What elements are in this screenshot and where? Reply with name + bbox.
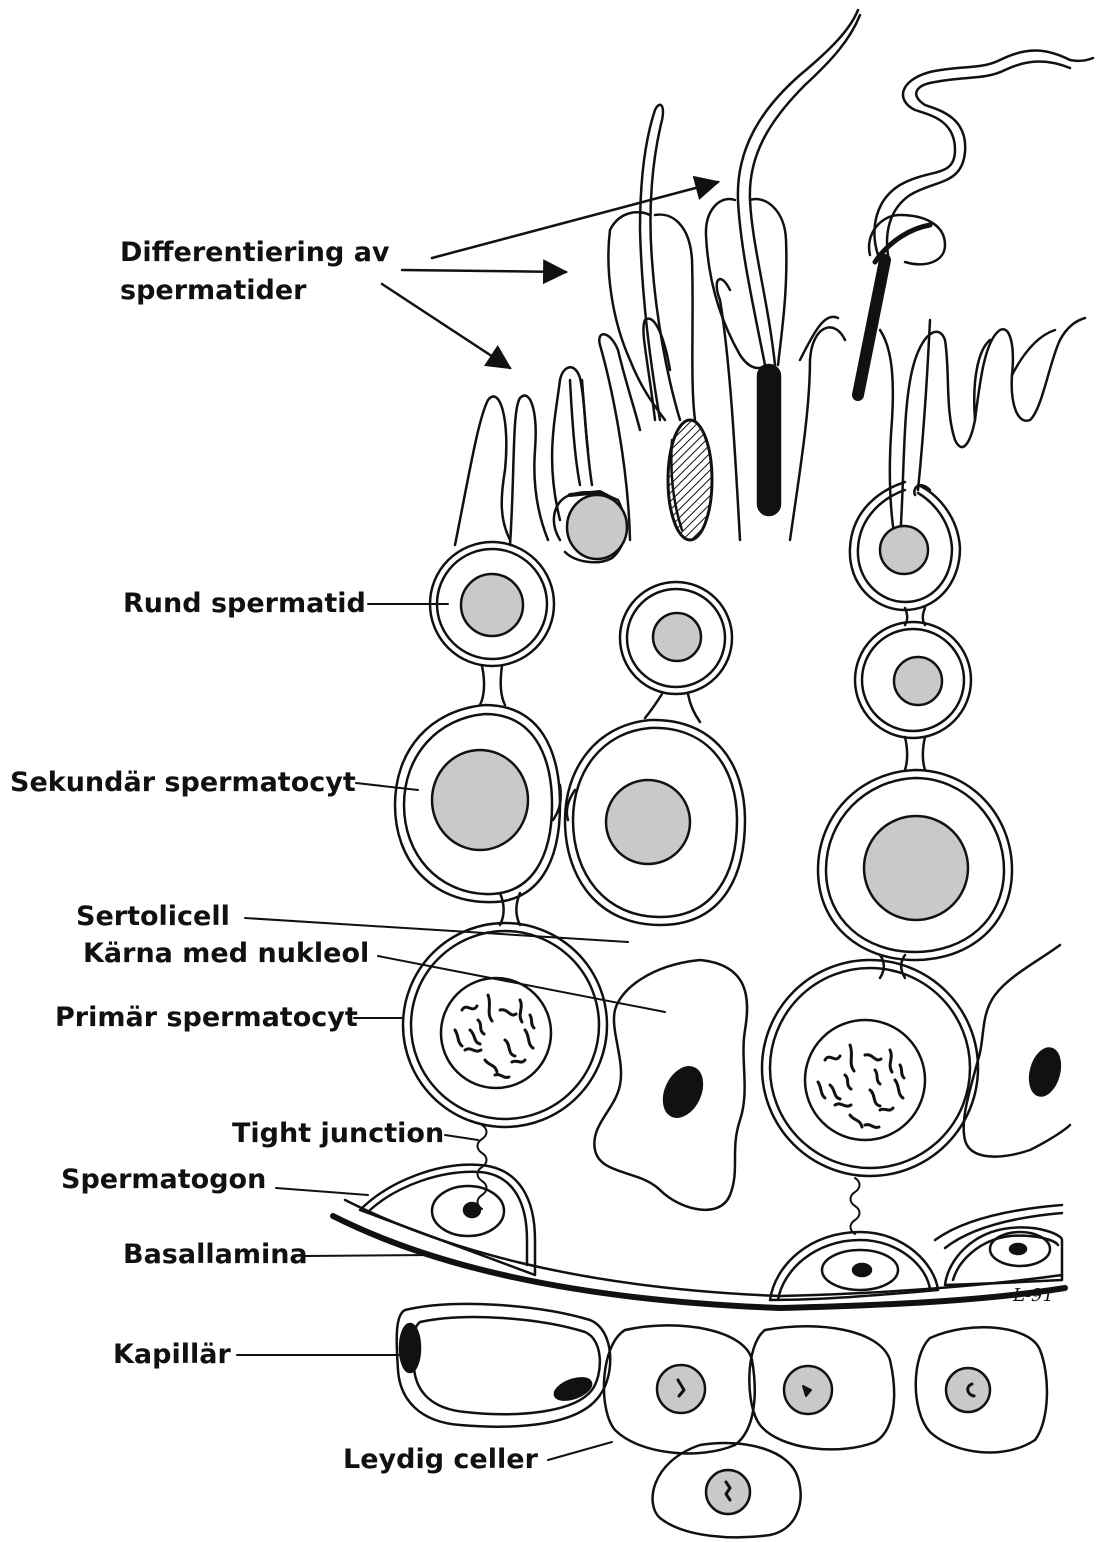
leydig-cells (604, 1325, 1047, 1537)
label-basallamina: Basallamina (123, 1238, 308, 1272)
label-primar-spermatocyt: Primär spermatocyt (55, 1001, 358, 1035)
label-spermatogon: Spermatogon (61, 1163, 266, 1197)
differentiation-arrows (382, 182, 718, 368)
label-tight-junction: Tight junction (232, 1117, 444, 1151)
label-differentiering-line2: spermatider (120, 274, 307, 308)
label-sekundar-spermatocyt: Sekundär spermatocyt (10, 766, 356, 800)
capillary (397, 1304, 611, 1427)
artist-signature: L-91 (1013, 1285, 1054, 1306)
label-sertolicell: Sertolicell (76, 900, 230, 934)
spermatogonia (360, 1165, 1062, 1300)
basal-lamina (333, 1200, 1065, 1308)
label-kapillar: Kapillär (113, 1338, 231, 1372)
secondary-spermatocytes (395, 705, 1012, 960)
chromatin-left (455, 995, 534, 1077)
label-karna-med-nukleol: Kärna med nukleol (83, 937, 369, 971)
label-rund-spermatid: Rund spermatid (123, 587, 366, 621)
label-differentiering-line1: Differentiering av (120, 236, 390, 270)
elongating-spermatids (552, 10, 1093, 562)
chromatin-right (818, 1045, 904, 1127)
label-leydig-celler: Leydig celler (343, 1443, 538, 1477)
